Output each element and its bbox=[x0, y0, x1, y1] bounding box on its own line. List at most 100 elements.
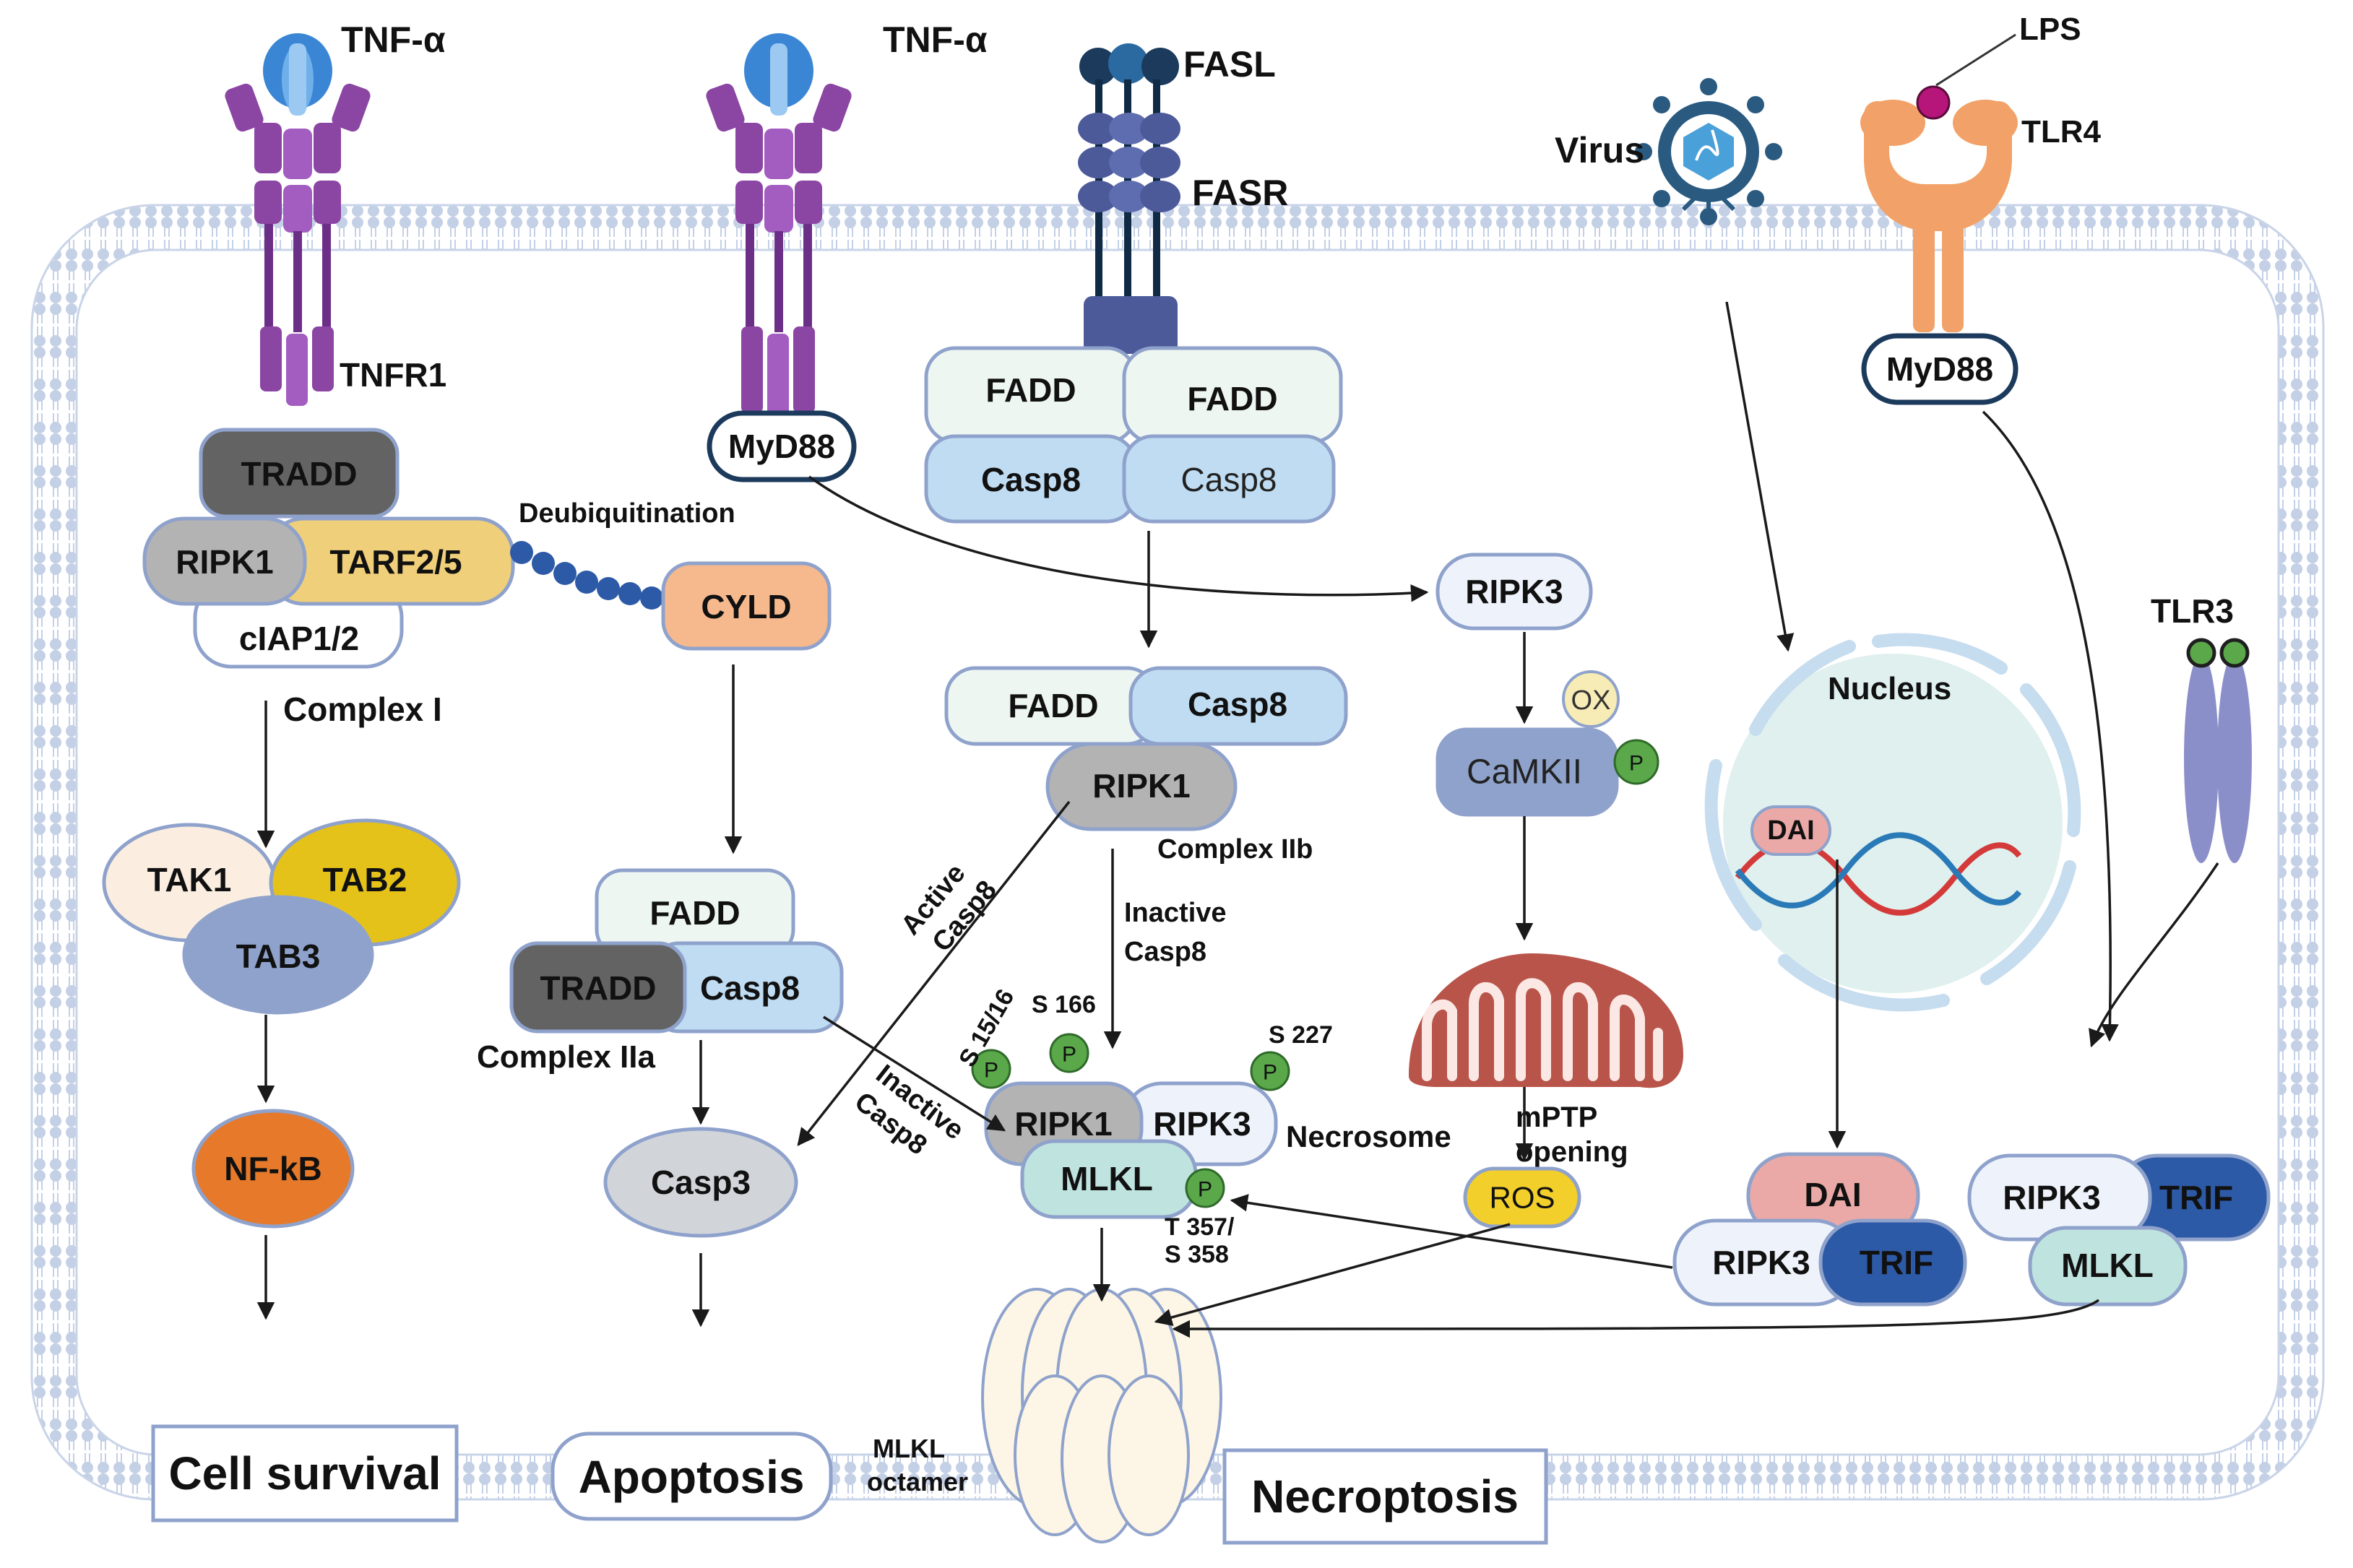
casp8-b-label: Casp8 bbox=[1181, 461, 1277, 498]
tradd-label: TRADD bbox=[241, 455, 358, 493]
t357-label: T 357/S 358 bbox=[1165, 1213, 1235, 1268]
nucleus-label: Nucleus bbox=[1828, 671, 1951, 706]
pathway-arrows bbox=[256, 301, 2219, 1338]
tak1-label: TAK1 bbox=[147, 861, 232, 898]
complex-i-label: Complex I bbox=[283, 690, 442, 728]
phospho-p-3: P bbox=[1263, 1061, 1277, 1085]
tnf-receptor-2 bbox=[706, 83, 852, 420]
complex-iia: FADD Casp8 TRADD bbox=[509, 868, 844, 1034]
virus-label: Virus bbox=[1555, 130, 1644, 170]
tab2-label: TAB2 bbox=[323, 861, 407, 898]
nfkb-node bbox=[191, 1109, 355, 1229]
necrosome-ripk3-label: RIPK3 bbox=[1153, 1105, 1251, 1143]
complex-iia-label: Complex IIa bbox=[477, 1039, 655, 1075]
mlkl-octamer-pore bbox=[981, 1288, 1222, 1543]
tlr3-receptor bbox=[2184, 638, 2252, 863]
cyld-box bbox=[661, 561, 832, 651]
myd88-right-label: MyD88 bbox=[1886, 350, 1993, 388]
ciap-label: cIAP1/2 bbox=[239, 620, 359, 657]
apoptosis-box bbox=[551, 1431, 833, 1521]
necrosome-mlkl-label: MLKL bbox=[1061, 1160, 1153, 1197]
nucleus-dai-box bbox=[1750, 805, 1831, 856]
mitochondrion bbox=[1409, 953, 1683, 1088]
ros-label: ROS bbox=[1489, 1181, 1555, 1215]
iib-fadd-label: FADD bbox=[1008, 687, 1098, 724]
tlr3-label: TLR3 bbox=[2151, 592, 2234, 630]
virus-particle bbox=[1635, 78, 1782, 225]
dai-trif-label: TRIF bbox=[1860, 1244, 1933, 1281]
iia-fadd-label: FADD bbox=[649, 894, 740, 932]
casp3-label: Casp3 bbox=[651, 1164, 751, 1201]
cyld-label: CYLD bbox=[701, 588, 791, 625]
tnf-alpha-ligand-2 bbox=[744, 33, 813, 116]
tnfr1-label: TNFR1 bbox=[340, 356, 446, 394]
ubiquitin-chain bbox=[510, 541, 663, 610]
camk-ripk3-label: RIPK3 bbox=[1465, 573, 1563, 610]
nfkb-label: NF-kB bbox=[224, 1150, 321, 1187]
complex-iib: FADD Casp8 RIPK1 bbox=[944, 666, 1348, 831]
fasl-ligand bbox=[1079, 43, 1179, 85]
tnfr1-receptor bbox=[225, 83, 371, 406]
camkii-phospho bbox=[1613, 739, 1659, 785]
complex-i: TRADD cIAP1/2 TARF2/5 RIPK1 bbox=[142, 428, 515, 669]
phospho-p-4: P bbox=[1198, 1178, 1212, 1202]
myd88-left-box bbox=[707, 410, 857, 482]
iia-casp8-label: Casp8 bbox=[700, 969, 800, 1007]
cell-survival-label: Cell survival bbox=[168, 1447, 441, 1499]
apoptosis-label: Apoptosis bbox=[579, 1451, 805, 1503]
tab3-label: TAB3 bbox=[236, 937, 321, 975]
tlr4-receptor bbox=[1860, 100, 2018, 332]
camkii-p-label: P bbox=[1629, 752, 1644, 776]
camk-ripk3-box bbox=[1435, 553, 1593, 631]
fas-receptor bbox=[1078, 79, 1180, 354]
dai-label: DAI bbox=[1804, 1176, 1861, 1213]
dai-ripk3-label: RIPK3 bbox=[1712, 1244, 1810, 1281]
s227-label: S 227 bbox=[1269, 1021, 1333, 1049]
tlr4-label: TLR4 bbox=[2021, 114, 2102, 150]
tarf-label: TARF2/5 bbox=[329, 543, 462, 581]
tradd-box bbox=[199, 428, 400, 519]
tak-tab-complex: TAK1 TAB2 TAB3 bbox=[102, 818, 461, 1015]
deubiquitination-label: Deubiquitination bbox=[519, 498, 735, 529]
casp3-node bbox=[603, 1127, 798, 1238]
phospho-p-2: P bbox=[1062, 1043, 1076, 1067]
tlr3-mlkl-label: MLKL bbox=[2061, 1247, 2154, 1284]
necrosome: RIPK3 RIPK1 MLKL bbox=[984, 1081, 1278, 1219]
ros-box bbox=[1463, 1166, 1581, 1229]
tlr3-trif-label: TRIF bbox=[2159, 1179, 2233, 1216]
myd88-right-box bbox=[1861, 333, 2019, 405]
fasl-label: FASL bbox=[1183, 44, 1276, 85]
iib-casp8-label: Casp8 bbox=[1188, 685, 1287, 723]
necrosome-label: Necrosome bbox=[1286, 1119, 1451, 1153]
iia-inactive-casp8-label: InactiveCasp8 bbox=[849, 1059, 970, 1173]
dai-trif-box bbox=[1818, 1218, 1967, 1307]
fadd-a-label: FADD bbox=[985, 371, 1076, 409]
tlr3-ripk3-label: RIPK3 bbox=[2003, 1179, 2100, 1216]
lps-label: LPS bbox=[2019, 12, 2081, 47]
tlr3-mlkl-box bbox=[2028, 1226, 2188, 1307]
ripk1-box bbox=[142, 516, 307, 606]
iia-tradd-label: TRADD bbox=[540, 969, 657, 1007]
camkii-label: CaMKII bbox=[1467, 753, 1582, 792]
casp8-a-label: Casp8 bbox=[981, 461, 1081, 498]
lps-pointer bbox=[1935, 33, 2016, 87]
nucleus bbox=[1704, 633, 2081, 1012]
fadd-b-label: FADD bbox=[1187, 380, 1277, 417]
cell-survival-box bbox=[151, 1424, 459, 1522]
tnf-alpha-label-2: TNF-α bbox=[883, 20, 988, 60]
nucleus-dai-label: DAI bbox=[1767, 815, 1814, 846]
fasr-label: FASR bbox=[1192, 173, 1288, 213]
phospho-p-1: P bbox=[984, 1059, 998, 1083]
fas-disc-complex: FADD FADD Casp8 Casp8 bbox=[924, 346, 1343, 524]
complex-iib-label: Complex IIb bbox=[1157, 834, 1313, 865]
tnf-alpha-ligand-1 bbox=[263, 33, 332, 116]
iib-ripk1-label: RIPK1 bbox=[1092, 767, 1190, 805]
necrosome-ripk1-label: RIPK1 bbox=[1014, 1105, 1112, 1143]
ripk1-label: RIPK1 bbox=[176, 543, 273, 581]
ox-label: OX bbox=[1571, 685, 1611, 716]
lps-molecule bbox=[1916, 85, 1951, 120]
